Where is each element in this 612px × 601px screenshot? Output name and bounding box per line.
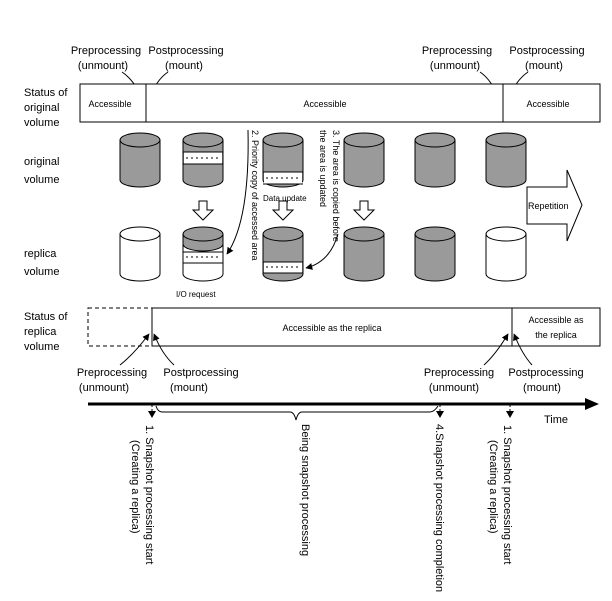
snapshot-start-marker-2: 1. Snapshot processing start (Creating a… xyxy=(487,405,514,564)
snapshot-start-2-line2: (Creating a replica) xyxy=(487,440,499,534)
timeline: Time xyxy=(88,398,599,426)
being-snapshot-processing: Being snapshot processing xyxy=(299,424,311,556)
bottom-pre1-line2: (unmount) xyxy=(79,382,129,394)
replica-volume-cylinder-3 xyxy=(262,226,304,282)
top-post1-line1: Postprocessing xyxy=(148,45,223,57)
original-status-label-line2: original xyxy=(24,102,59,114)
original-volume-cylinder-4 xyxy=(343,132,385,188)
replica-volume-cylinder-4 xyxy=(343,226,385,282)
replica-volume-cylinder-2 xyxy=(182,226,224,282)
original-status-segment-1: Accessible xyxy=(88,99,131,109)
top-preprocessing-1: Preprocessing (unmount) xyxy=(71,45,145,102)
replica-volume-label-line2: volume xyxy=(24,266,59,278)
io-request-note: I/O request xyxy=(176,290,216,299)
bottom-post2-line2: (mount) xyxy=(523,382,561,394)
data-update-note: Data update xyxy=(263,194,307,203)
original-volume-cylinder-2 xyxy=(182,132,224,188)
top-pre2-line2: (unmount) xyxy=(430,60,480,72)
being-snapshot-brace xyxy=(155,405,439,421)
repetition-arrow: Repetition xyxy=(526,169,583,242)
snapshot-start-marker-1: 1. Snapshot processing start (Creating a… xyxy=(129,405,156,564)
top-pre2-line1: Preprocessing xyxy=(422,45,492,57)
top-postprocessing-2: Postprocessing (mount) xyxy=(506,45,585,102)
snapshot-completion-label: 4.Snapshot processing completion xyxy=(433,424,445,592)
original-status-bar: Accessible Accessible Accessible xyxy=(79,83,601,123)
top-pre1-line2: (unmount) xyxy=(78,60,128,72)
original-volume-cylinder-6 xyxy=(485,132,527,188)
priority-copy-arrow xyxy=(226,129,249,255)
replica-status-label-line2: replica xyxy=(24,326,57,338)
bottom-postprocessing-2: Postprocessing (mount) xyxy=(508,367,583,394)
replica-status-segment-main: Accessible as the replica xyxy=(282,323,381,333)
replica-volume-label-line1: replica xyxy=(24,248,57,260)
snapshot-start-1-line2: (Creating a replica) xyxy=(129,440,141,534)
bottom-post2-arrow xyxy=(513,333,533,366)
replica-status-label: Status of replica volume xyxy=(24,311,68,353)
replica-status-label-line3: volume xyxy=(24,341,59,353)
replica-volume-label: replica volume xyxy=(24,248,59,278)
snapshot-start-1-line1: 1. Snapshot processing start xyxy=(143,425,155,564)
top-post2-line1: Postprocessing xyxy=(509,45,584,57)
copy-down-arrow-1 xyxy=(191,200,215,221)
replica-volume-cylinder-1 xyxy=(119,226,161,282)
bottom-pre2-line2: (unmount) xyxy=(429,382,479,394)
original-volume-label-line1: original xyxy=(24,156,59,168)
copied-before-update-note-line2: the area is updated xyxy=(318,130,328,207)
top-pre1-line1: Preprocessing xyxy=(71,45,141,57)
original-status-segment-2: Accessible xyxy=(303,99,346,109)
original-status-label-line1: Status of xyxy=(24,87,68,99)
replica-status-box xyxy=(151,307,601,347)
original-status-label: Status of original volume xyxy=(24,87,68,129)
bottom-preprocessing-2: Preprocessing (unmount) xyxy=(424,367,494,394)
top-post2-line2: (mount) xyxy=(525,60,563,72)
original-volume-label: original volume xyxy=(24,156,59,186)
copied-before-update-arrow xyxy=(305,233,339,270)
replica-status-segment-end-line2: the replica xyxy=(535,330,577,340)
original-status-segment-3: Accessible xyxy=(526,99,569,109)
top-post1-line2: (mount) xyxy=(165,60,203,72)
replica-status-segment-end-line1: Accessible as xyxy=(528,315,584,325)
bottom-pre1-arrow xyxy=(119,333,150,366)
bottom-post1-line2: (mount) xyxy=(170,382,208,394)
copied-before-update-note-line1: 3. The area is copied before xyxy=(331,130,341,242)
replica-status-label-line1: Status of xyxy=(24,311,68,323)
bottom-pre2-arrow xyxy=(483,333,509,366)
bottom-post1-line1: Postprocessing xyxy=(163,367,238,379)
bottom-post1-arrow xyxy=(153,333,175,366)
original-status-label-line3: volume xyxy=(24,117,59,129)
replica-status-bar: Accessible as the replica Accessible as … xyxy=(87,307,601,347)
original-volume-cylinder-1 xyxy=(119,132,161,188)
bottom-pre1-line1: Preprocessing xyxy=(77,367,147,379)
copy-down-arrow-3 xyxy=(352,200,376,221)
original-volume-cylinder-3 xyxy=(262,132,304,188)
repetition-label: Repetition xyxy=(528,201,569,211)
replica-volume-cylinder-5 xyxy=(414,226,456,282)
replica-status-dashed-segment xyxy=(87,307,153,347)
bottom-postprocessing-1: Postprocessing (mount) xyxy=(163,367,238,394)
top-preprocessing-2: Preprocessing (unmount) xyxy=(422,45,502,102)
original-volume-cylinder-5 xyxy=(414,132,456,188)
original-status-box xyxy=(79,83,601,123)
priority-copy-note: 2. Priority copy of accessed area xyxy=(250,130,260,261)
bottom-pre2-line1: Preprocessing xyxy=(424,367,494,379)
time-label: Time xyxy=(544,414,568,426)
bottom-post2-line1: Postprocessing xyxy=(508,367,583,379)
snapshot-completion-marker: 4.Snapshot processing completion xyxy=(433,405,445,592)
original-volume-label-line2: volume xyxy=(24,174,59,186)
replica-volume-cylinder-6 xyxy=(485,226,527,282)
copy-down-arrow-2 xyxy=(271,200,295,221)
bottom-preprocessing-1: Preprocessing (unmount) xyxy=(77,367,147,394)
timeline-arrowhead xyxy=(585,398,599,410)
snapshot-start-2-line1: 1. Snapshot processing start xyxy=(501,425,513,564)
